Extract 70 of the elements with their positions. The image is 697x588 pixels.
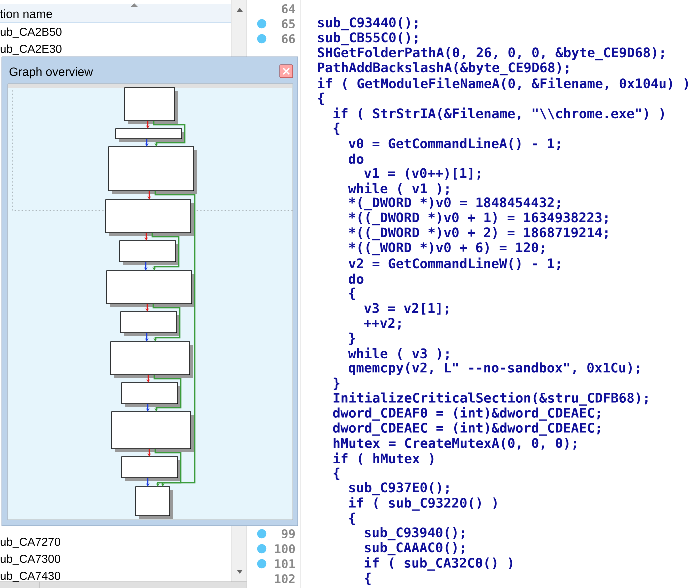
graph-block: [106, 200, 194, 236]
code-line: v3 = v2[1];: [364, 303, 449, 315]
code-line: while ( v1 );: [348, 182, 449, 196]
code-line: *(_DWORD *)v0 = 1848454432;: [349, 197, 560, 211]
graph-block: [120, 240, 179, 265]
graph-block: [122, 382, 181, 407]
arrow: [154, 449, 182, 487]
window-title: Graph overview: [10, 67, 94, 79]
function-name: ub_CA7270: [0, 538, 60, 548]
code-line: *((_WORD *)v0 + 6) = 120;: [349, 242, 544, 256]
graph-block: [116, 128, 185, 142]
graph-block: [124, 88, 178, 124]
code-line: SHGetFolderPathA(0, 26, 0, 0, &byte_CE9D68);: [318, 47, 664, 61]
code-line: v1 = (v0++)[1];: [364, 168, 480, 180]
function-name: ub_CA7430: [0, 572, 60, 582]
code-line: sub_C937E0();: [350, 482, 449, 496]
code-line: {: [365, 572, 371, 586]
line-number: 65: [282, 19, 295, 29]
code-line: if ( sub_C93220() ): [349, 497, 497, 511]
code-line: hMutex = CreateMutexA(0, 0, 0);: [334, 438, 576, 450]
line-number: 99: [282, 529, 296, 539]
arrow: [152, 304, 181, 342]
code-line: sub_C93940();: [365, 527, 464, 541]
graph-block: [112, 412, 194, 452]
arrow: [154, 375, 182, 412]
code-line: ++v2;: [364, 318, 401, 330]
graph-block: [108, 146, 197, 194]
code-line: {: [350, 288, 356, 300]
graph-block: [106, 270, 195, 307]
arrow: [154, 191, 196, 487]
code-line: do: [348, 154, 364, 164]
code-line: sub_C93440();: [318, 17, 418, 31]
code-line: if ( hMutex ): [334, 452, 434, 466]
code-line: if ( GetModuleFileNameA(0, &Filename, 0x104u) ): [318, 78, 688, 90]
code-line: while ( v3 );: [348, 348, 449, 360]
code-line: *((_DWORD *)v0 + 2) = 1868719214;: [349, 227, 608, 241]
code-line: v0 = GetCommandLineA() - 1;: [348, 138, 560, 150]
line-number: 64: [282, 4, 296, 14]
graph-block: [110, 342, 193, 378]
line-number: 102: [275, 574, 295, 584]
code-line: do: [348, 274, 364, 284]
code-line: {: [334, 468, 340, 480]
line-number: 100: [275, 544, 296, 554]
list-header: tion name: [0, 4, 232, 23]
code-line: {: [350, 512, 356, 526]
line-number: 66: [282, 34, 296, 44]
code-line: dword_CDEAEC = (int)&dword_CDEAEC;: [333, 422, 600, 436]
code-line: PathAddBackslashA(&byte_CE9D68);: [318, 62, 569, 76]
code-line: if ( sub_CA32C0() ): [364, 557, 512, 571]
code-line: qmemcpy(v2, L" --no-sandbox", 0x1Cu);: [348, 362, 640, 376]
code-line: sub_CB55C0();: [318, 32, 418, 46]
function-name: ub_CA7300: [0, 554, 60, 566]
code-line: }: [334, 378, 340, 390]
graph-block: [120, 312, 180, 336]
graph-block: [136, 486, 173, 519]
arrow: [152, 233, 180, 271]
line-number: 101: [275, 559, 296, 569]
code-line: if ( StrStrIA(&Filename, "\\chrome.exe") ): [334, 108, 664, 120]
code-line: *((_DWORD *)v0 + 1) = 1634938223;: [349, 212, 608, 226]
code-line: InitializeCriticalSection(&stru_CDFB68);: [334, 392, 648, 406]
code-line: sub_CAAAC0();: [365, 542, 464, 556]
arrow: [153, 121, 186, 147]
code-line: dword_CDEAF0 = (int)&dword_CDEAEC;: [333, 407, 600, 421]
function-name: ub_CA2B50: [0, 28, 62, 38]
code-line: v2 = GetCommandLineW() - 1;: [348, 258, 560, 270]
code-line: {: [318, 92, 324, 106]
code-line: }: [350, 332, 356, 346]
graph-block: [122, 456, 181, 481]
code-line: {: [334, 122, 340, 136]
function-name: ub_CA2E30: [0, 44, 62, 56]
